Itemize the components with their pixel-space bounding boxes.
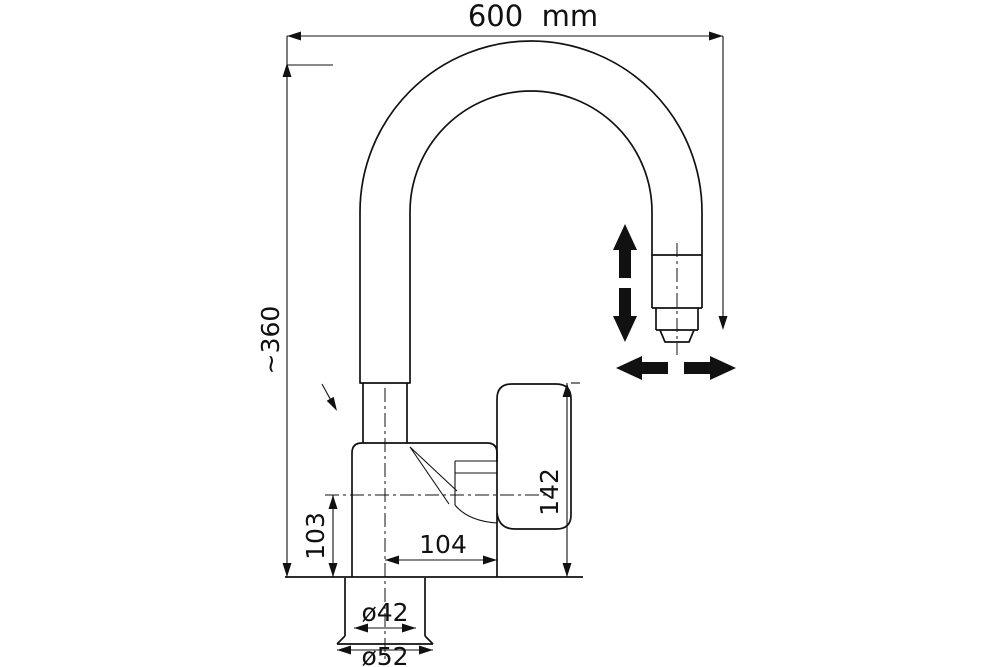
dim-arrow-142-bottom <box>562 563 572 577</box>
dimension-diameter-52: ø52 <box>337 642 433 667</box>
dimension-142: 142 <box>535 382 580 577</box>
base-flange <box>285 576 583 645</box>
handle-lever <box>496 383 572 530</box>
dim-arrow-52-right <box>419 645 433 655</box>
dim-arrow-360-bottom <box>282 563 292 577</box>
handle-outline <box>496 383 572 530</box>
dim-arrow-600-right <box>709 31 723 41</box>
dim-label-base-to-axis: 103 <box>301 512 330 560</box>
dim-label-diameter-inner: ø42 <box>361 598 408 627</box>
dim-arrow-52-left <box>337 645 351 655</box>
dim-label-height-overall: ~360 <box>256 306 285 375</box>
flange-flare-right <box>424 635 434 645</box>
dimension-360: ~360 <box>256 36 337 577</box>
dimension-104: 104 <box>385 530 497 565</box>
spray-head <box>651 255 703 343</box>
dim-label-diameter-outer: ø52 <box>361 642 408 667</box>
move-right-arrow-shaft <box>684 362 710 374</box>
gooseneck-hose <box>359 40 703 384</box>
movement-arrows-horizontal <box>616 356 736 380</box>
dimension-600mm: 600 mm <box>287 0 728 330</box>
cartridge-curve <box>454 504 498 524</box>
move-left-arrow-shaft <box>642 362 668 374</box>
dim-arrow-360-top <box>282 63 292 77</box>
dim-arrow-103-top <box>328 495 338 509</box>
body-chamfer-line-2 <box>409 446 450 505</box>
dim-arrow-103-bottom <box>328 563 338 577</box>
dim-label-handle-height: 142 <box>535 468 564 516</box>
dim-arrow-104-right <box>483 555 497 565</box>
body-chamfer-line-1 <box>409 446 458 492</box>
dim-label-width: 600 mm <box>468 0 598 33</box>
spray-tip <box>659 329 695 343</box>
dim-label-body-width: 104 <box>419 530 467 559</box>
dim-arrow-600-left <box>287 31 301 41</box>
supply-pipe <box>362 383 408 443</box>
move-down-arrow-icon <box>613 316 637 342</box>
dim-arrow-104-left <box>385 555 399 565</box>
move-down-arrow-shaft <box>619 288 631 316</box>
dim-arrow-142-top <box>562 383 572 397</box>
move-up-arrow-shaft <box>619 250 631 278</box>
move-up-arrow-icon <box>613 224 637 250</box>
dim-arrow-spout-end <box>718 316 728 330</box>
centerlines <box>325 243 678 660</box>
dim-arrow-42-right <box>402 623 416 633</box>
move-left-arrow-icon <box>616 356 642 380</box>
dim-arrow-42-left <box>354 623 368 633</box>
flange-flare-left <box>336 635 346 645</box>
dimension-103: 103 <box>301 495 338 577</box>
dimension-diameter-42: ø42 <box>354 598 416 633</box>
move-right-arrow-icon <box>710 356 736 380</box>
movement-arrows-vertical <box>613 224 637 342</box>
flexible-hose-arc <box>359 40 703 384</box>
leader-arrow-hose-end <box>326 396 337 411</box>
